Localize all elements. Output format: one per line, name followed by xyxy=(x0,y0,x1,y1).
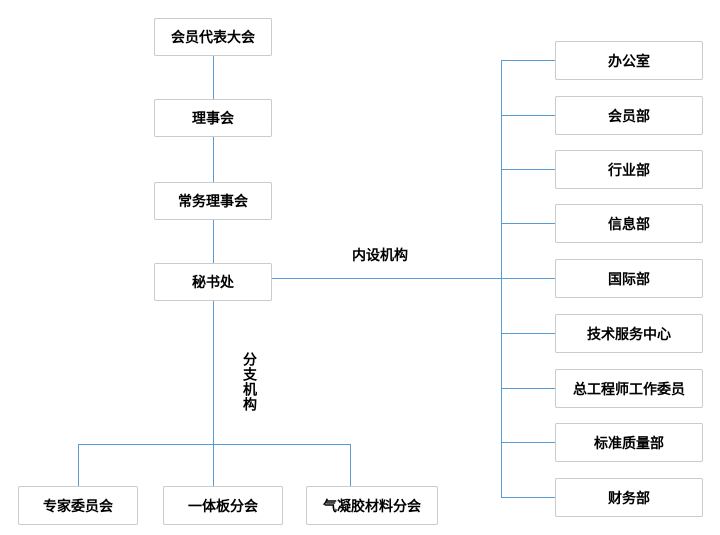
stub-membership xyxy=(501,115,555,116)
drop-integrated-panel xyxy=(213,444,214,486)
label-branch-organs: 分支机构 xyxy=(242,352,258,412)
stub-finance xyxy=(501,497,555,498)
connector-chain-2 xyxy=(213,137,214,182)
connector-secretariat-internal xyxy=(272,278,555,279)
node-council: 理事会 xyxy=(154,99,272,137)
drop-aerogel-materials xyxy=(350,444,351,486)
node-standing-council: 常务理事会 xyxy=(154,182,272,220)
connector-chain-1 xyxy=(213,56,214,99)
connector-secretariat-branches xyxy=(213,301,214,444)
stub-industry xyxy=(501,169,555,170)
label-internal-organs: 内设机构 xyxy=(352,247,408,263)
stub-office xyxy=(501,60,555,61)
node-integrated-panel-branch: 一体板分会 xyxy=(163,486,283,525)
node-information-dept: 信息部 xyxy=(555,204,703,243)
node-international-dept: 国际部 xyxy=(555,259,703,298)
node-finance-dept: 财务部 xyxy=(555,478,703,517)
node-technical-service-center: 技术服务中心 xyxy=(555,314,703,353)
node-secretariat: 秘书处 xyxy=(154,263,272,301)
node-member-congress: 会员代表大会 xyxy=(154,18,272,56)
stub-technical-service xyxy=(501,333,555,334)
connector-branches-horizontal xyxy=(78,444,350,445)
node-industry-dept: 行业部 xyxy=(555,150,703,189)
node-standards-quality-dept: 标准质量部 xyxy=(555,423,703,462)
stub-chief-engineer xyxy=(501,388,555,389)
connector-chain-3 xyxy=(213,220,214,263)
node-membership-dept: 会员部 xyxy=(555,96,703,135)
stub-standards-quality xyxy=(501,442,555,443)
drop-expert-committee xyxy=(78,444,79,486)
node-expert-committee: 专家委员会 xyxy=(18,486,138,525)
node-chief-engineer-committee: 总工程师工作委员 xyxy=(555,369,703,408)
node-office: 办公室 xyxy=(555,41,703,80)
stub-information xyxy=(501,223,555,224)
node-aerogel-materials-branch: 气凝胶材料分会 xyxy=(306,486,438,525)
connector-internal-trunk xyxy=(501,60,502,498)
